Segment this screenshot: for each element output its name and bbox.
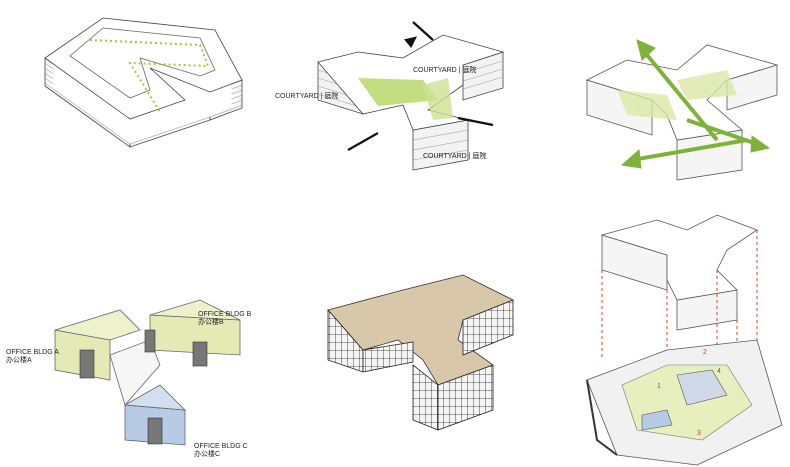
office-bldg-a-label: OFFICE BLDG A 办公楼A [6, 349, 59, 365]
panel-view-corridors [527, 0, 790, 190]
courtyard-label-bottom: COURTYARD | 庭院 [423, 153, 487, 160]
site-water-2 [641, 409, 673, 431]
view-corridors-drawing [585, 39, 779, 181]
panel-courtyards: COURTYARD | 庭院 COURTYARD | 庭院 COURTYARD … [263, 0, 527, 190]
core-b [192, 341, 208, 367]
arrow-left [347, 132, 379, 151]
office-bldg-c-cn: 办公楼C [194, 451, 221, 458]
core-connector [144, 329, 156, 353]
roof-plane [327, 274, 514, 386]
arrow-right [457, 116, 494, 127]
office-bldg-c-en: OFFICE BLDG C [194, 443, 248, 450]
site-number-1: 1 [657, 383, 661, 390]
site-road [586, 379, 618, 456]
office-bldg-b-en: OFFICE BLDG B [198, 311, 252, 318]
green-arrow-diagonal-2 [631, 138, 748, 162]
courtyard-fill-2 [423, 78, 453, 120]
courtyard-fill-1 [358, 78, 438, 106]
office-bldg-a-en: OFFICE BLDG A [6, 349, 59, 356]
facade-south [362, 341, 414, 373]
office-bldg-b-cn: 办公楼B [198, 319, 224, 326]
core-c [147, 417, 163, 445]
l-shape-massing-drawing [44, 17, 243, 148]
panel-l-shape-massing [0, 0, 263, 190]
office-bldg-a-cn: 办公楼A [6, 357, 32, 364]
site-number-3: 3 [697, 430, 701, 437]
arrow-top [412, 21, 434, 41]
facade-drawing [327, 274, 514, 431]
courtyards-drawing [317, 21, 505, 171]
core-a [79, 349, 95, 379]
panel-facade [263, 190, 527, 467]
courtyard-label-top: COURTYARD | 庭院 [413, 67, 477, 74]
exploded-site-drawing [586, 214, 783, 466]
site-number-4: 4 [717, 368, 721, 375]
facade-inner-wing [412, 364, 439, 431]
office-bldg-c-label: OFFICE BLDG C 办公楼C [194, 443, 248, 459]
panel-exploded-site: 1 2 3 4 [527, 190, 790, 467]
office-bldg-b-label: OFFICE BLDG B 办公楼B [198, 311, 251, 327]
courtyard-label-left: COURTYARD | 庭院 [275, 93, 339, 100]
office-buildings-drawing [54, 299, 241, 446]
facade-north-wing [462, 299, 514, 356]
green-plane-2 [677, 70, 737, 100]
green-plane-1 [617, 90, 677, 120]
site-number-2: 2 [703, 349, 707, 356]
panel-office-buildings: OFFICE BLDG A 办公楼A OFFICE BLDG B 办公楼B OF… [0, 190, 263, 467]
site-water-1 [676, 369, 728, 406]
